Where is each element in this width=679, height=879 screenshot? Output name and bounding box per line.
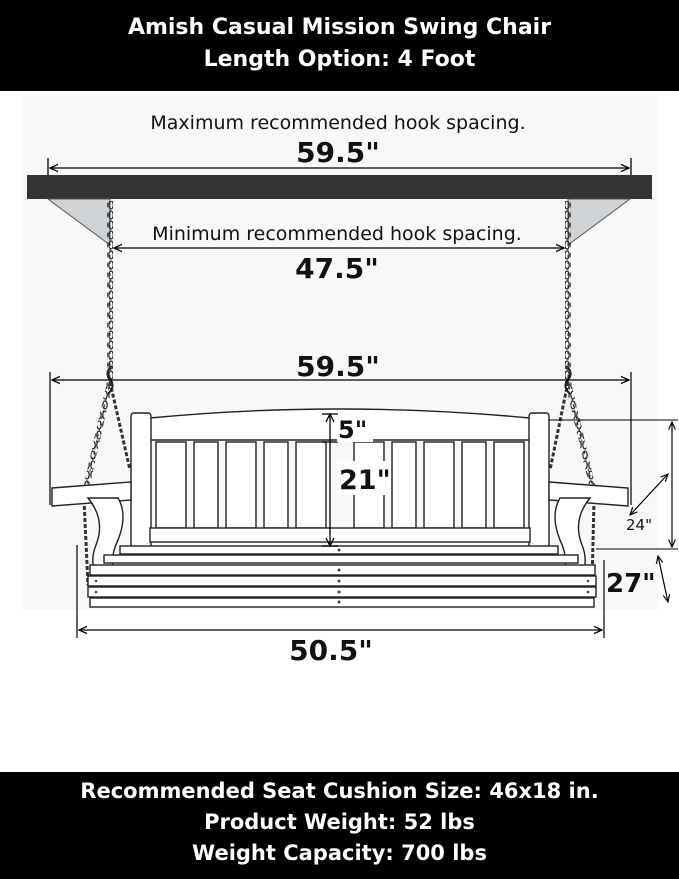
seat-front-rail-3 — [87, 586, 597, 598]
footer-banner: Recommended Seat Cushion Size: 46x18 in.… — [0, 772, 679, 879]
top-gap-value: 5" — [338, 416, 367, 444]
cushion-size: Recommended Seat Cushion Size: 46x18 in. — [80, 779, 599, 803]
seat-screws — [94, 548, 590, 604]
max-hook-value: 59.5" — [296, 136, 380, 169]
length-option: Length Option: 4 Foot — [203, 47, 476, 72]
min-hook-caption: Minimum recommended hook spacing. — [152, 223, 522, 245]
header-banner: Amish Casual Mission Swing Chair Length … — [0, 0, 679, 91]
product-weight: Product Weight: 52 lbs — [204, 810, 475, 834]
min-hook-value: 47.5" — [295, 252, 379, 285]
back-slats — [155, 441, 525, 529]
back-bottom-rail — [149, 527, 531, 543]
ceiling-beam — [27, 175, 652, 199]
weight-capacity: Weight Capacity: 700 lbs — [192, 841, 487, 865]
seat-front-rail-4 — [89, 597, 595, 608]
overall-width-value: 59.5" — [296, 350, 380, 383]
product-title: Amish Casual Mission Swing Chair — [127, 15, 552, 40]
left-back-post — [130, 412, 152, 550]
swing-dimension-diagram: Maximum recommended hook spacing. 59.5" … — [22, 95, 678, 667]
seat-slat-2 — [103, 554, 579, 564]
seat-width-value: 50.5" — [289, 634, 373, 667]
seat-height-dimension-line — [658, 556, 668, 602]
seat-height-value: 27" — [606, 569, 656, 599]
seat-front-rail-1 — [89, 564, 596, 576]
back-height-value: 21" — [339, 465, 391, 496]
depth-dimension-line — [630, 474, 668, 515]
depth-value: 24" — [626, 516, 652, 534]
max-hook-caption: Maximum recommended hook spacing. — [150, 112, 525, 134]
right-back-post — [528, 412, 550, 550]
seat-front-rail-2 — [87, 575, 597, 587]
